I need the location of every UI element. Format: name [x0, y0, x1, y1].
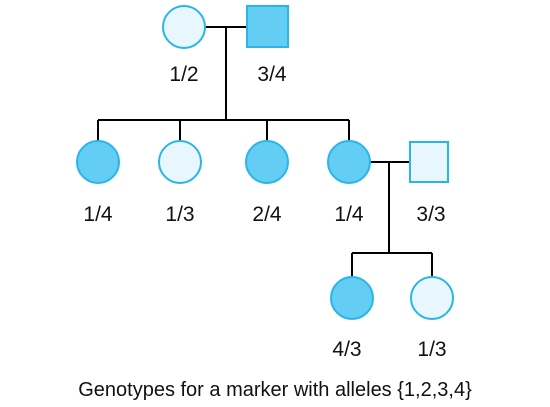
gen1-father-symbol [246, 5, 289, 48]
gen2-spouse-symbol [409, 141, 449, 183]
gen3-child-2-symbol [410, 276, 454, 320]
gen1-mother-symbol [162, 5, 206, 49]
gen1-father-genotype: 3/4 [257, 63, 287, 86]
gen2-spouse-genotype: 3/3 [416, 203, 445, 226]
gen2-child-2-genotype: 1/3 [165, 203, 194, 226]
pedigree-connectors [97, 26, 433, 276]
gen2-child-2-symbol [158, 140, 202, 184]
gen2-child-4-genotype: 1/4 [334, 203, 364, 226]
gen2-child-3-symbol [245, 140, 289, 184]
gen2-child-1-symbol [76, 140, 120, 184]
gen3-child-1-genotype: 4/3 [332, 338, 361, 361]
diagram-caption: Genotypes for a marker with alleles {1,2… [78, 379, 472, 401]
gen2-child-1-genotype: 1/4 [83, 203, 113, 226]
gen3-child-1-symbol [330, 276, 374, 320]
gen2-child-3-genotype: 2/4 [252, 203, 282, 226]
gen3-child-2-genotype: 1/3 [417, 338, 446, 361]
gen1-mother-genotype: 1/2 [169, 63, 198, 86]
gen2-child-4-symbol [327, 140, 371, 184]
